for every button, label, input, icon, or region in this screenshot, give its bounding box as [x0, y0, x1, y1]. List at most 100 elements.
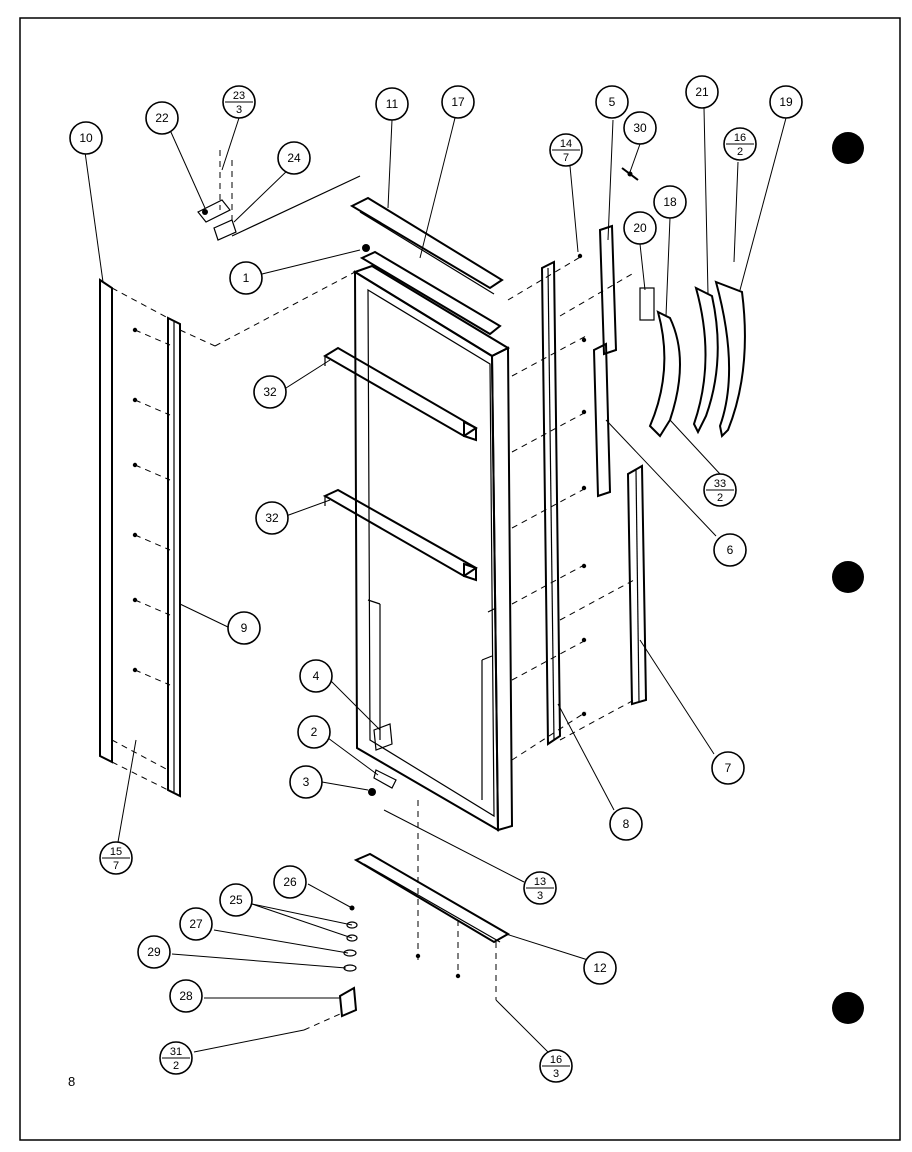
callout-c5: 5: [595, 85, 629, 119]
callout-c4: 4: [299, 659, 333, 693]
callout-circle: [713, 533, 747, 567]
callout-c24: 24: [277, 141, 311, 175]
callout-c18: 18: [653, 185, 687, 219]
callout-number: 32: [265, 511, 279, 525]
callout-c21: 21: [685, 75, 719, 109]
callout-c29: 29: [137, 935, 171, 969]
part-6-trim: [592, 342, 612, 498]
part-25-washers: [346, 921, 358, 942]
screw-12a: [415, 953, 421, 959]
callout-c3: 3: [289, 765, 323, 799]
callout-c25: 25: [219, 883, 253, 917]
callout-number: 16: [550, 1054, 562, 1066]
part-32-shelf-upper: [323, 346, 478, 442]
door-panel: [352, 264, 514, 832]
part-8-side-strip: [540, 260, 562, 746]
callout-circle: [685, 75, 719, 109]
callout-circle: [769, 85, 803, 119]
callout-c16a: 162: [723, 127, 757, 161]
part-24-hinge-pin-assembly: [213, 175, 361, 241]
callout-number: 14: [560, 138, 572, 150]
callout-number: 22: [155, 111, 169, 125]
callout-circle: [653, 185, 687, 219]
callout-c23: 233: [222, 85, 256, 119]
callout-circle: [289, 765, 323, 799]
callout-number: 30: [633, 121, 647, 135]
callout-c7: 7: [711, 751, 745, 785]
callout-circle: [583, 951, 617, 985]
callout-number: 13: [534, 876, 546, 888]
callout-circle: [69, 121, 103, 155]
callout-c15: 157: [99, 841, 133, 875]
callout-c17: 17: [441, 85, 475, 119]
screws-left: [132, 327, 138, 673]
callout-c2: 2: [297, 715, 331, 749]
callout-number: 10: [79, 131, 93, 145]
callout-c22: 22: [145, 101, 179, 135]
callout-circle: [229, 261, 263, 295]
connector-dash-door: [214, 271, 356, 347]
callout-circle: [711, 751, 745, 785]
callout-c13: 133: [523, 871, 557, 905]
callout-c9: 9: [227, 611, 261, 645]
callout-number: 28: [179, 989, 193, 1003]
callout-page-ref: 2: [173, 1060, 179, 1072]
callout-page-ref: 7: [113, 860, 119, 872]
callout-page-ref: 2: [717, 492, 723, 504]
callout-circle: [169, 979, 203, 1013]
callout-number: 27: [189, 917, 203, 931]
callout-number: 25: [229, 893, 243, 907]
callout-number: 12: [593, 961, 607, 975]
part-2-hinge-bottom: [373, 769, 397, 789]
binding-hole-bottom: [832, 992, 864, 1024]
part-1-hinge-bushing: [362, 244, 370, 252]
callout-number: 23: [233, 90, 245, 102]
callout-c31: 312: [159, 1041, 193, 1075]
callout-c27: 27: [179, 907, 213, 941]
callout-circle: [253, 375, 287, 409]
callout-circle: [441, 85, 475, 119]
screw-12b: [455, 973, 461, 979]
screws-right: [577, 253, 587, 717]
callout-c32b: 32: [255, 501, 289, 535]
callout-number: 26: [283, 875, 297, 889]
part-4-bracket: [373, 723, 393, 751]
part-11-top-channel: [349, 196, 504, 295]
callout-number: 7: [725, 761, 732, 775]
fastener-dash-lines-right: [507, 255, 635, 761]
part-27-spacer: [343, 949, 357, 957]
callout-circle: [375, 87, 409, 121]
part-7-trim: [626, 464, 648, 706]
callout-page-ref: 3: [553, 1068, 559, 1080]
part-18-handle-end: [648, 310, 681, 438]
callout-circle: [273, 865, 307, 899]
callout-number: 15: [110, 846, 122, 858]
callout-c26: 26: [273, 865, 307, 899]
part-19-handle-cover: [714, 280, 746, 439]
part-12-bottom-channel: [353, 852, 511, 944]
callout-page-ref: 7: [563, 152, 569, 164]
callout-c6: 6: [713, 533, 747, 567]
callout-c28: 28: [169, 979, 203, 1013]
callout-number: 20: [633, 221, 647, 235]
callout-circle: [137, 935, 171, 969]
callout-number: 29: [147, 945, 161, 959]
part-22-hinge-bracket: [197, 199, 231, 223]
page-number: 8: [68, 1074, 76, 1089]
callout-number: 1: [243, 271, 250, 285]
callout-c16b: 163: [539, 1049, 573, 1083]
callout-c1: 1: [229, 261, 263, 295]
callout-c30: 30: [623, 111, 657, 145]
callout-circle: [297, 715, 331, 749]
callout-c32a: 32: [253, 375, 287, 409]
callout-number: 2: [311, 725, 318, 739]
screw-line-31: [303, 1013, 341, 1031]
callout-number: 33: [714, 478, 726, 490]
part-28-bottom-hinge: [338, 986, 358, 1018]
part-32-shelf-lower: [322, 488, 478, 582]
callout-circle: [179, 907, 213, 941]
part-3-bushing: [368, 788, 376, 796]
callout-number: 3: [303, 775, 310, 789]
callout-page-ref: 3: [236, 104, 242, 116]
